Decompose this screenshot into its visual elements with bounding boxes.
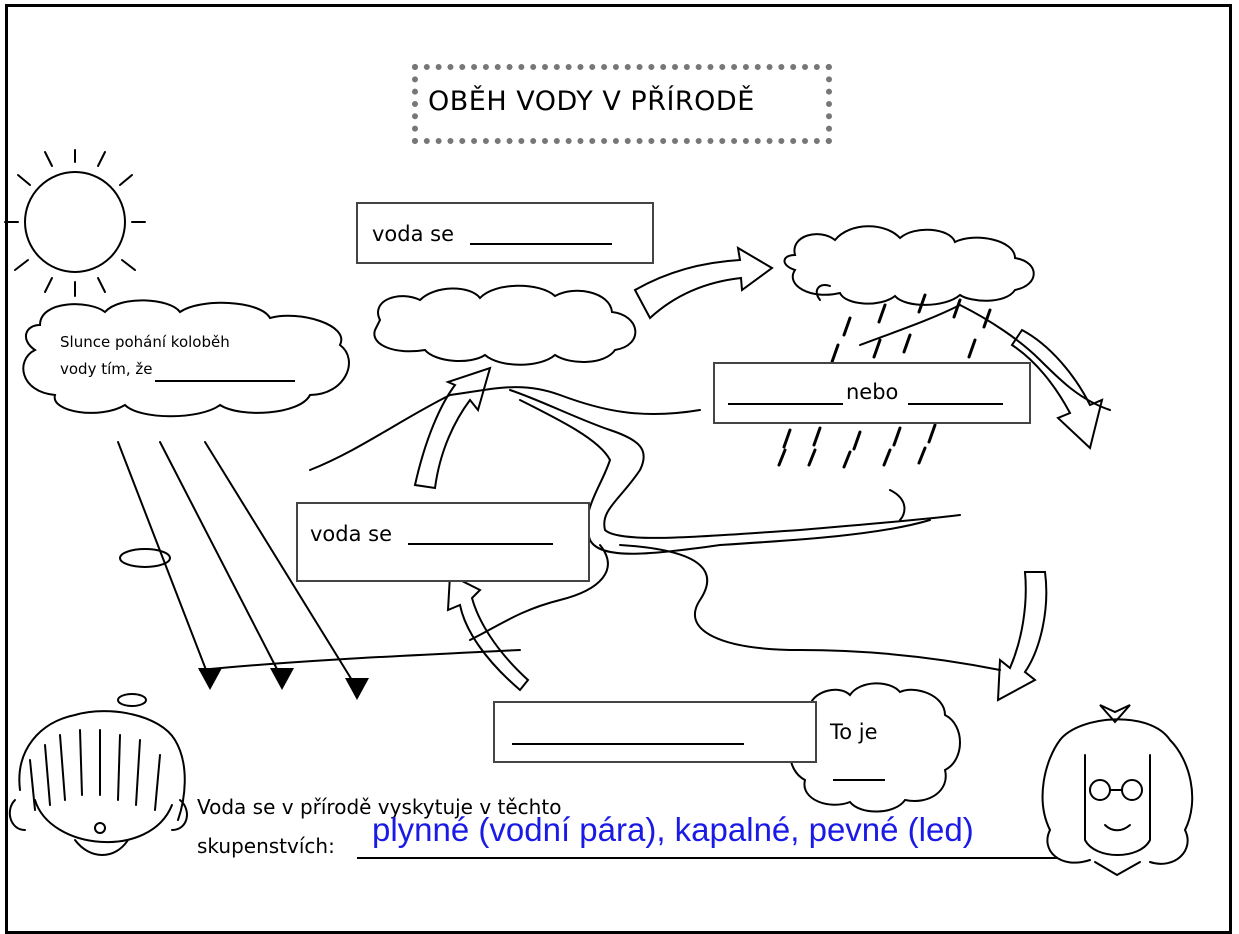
boy-face-icon bbox=[8, 710, 188, 856]
box-bottom bbox=[493, 701, 817, 763]
bottom-question-line2: skupenstvích: bbox=[197, 834, 335, 858]
box-evaporation-blank[interactable] bbox=[470, 243, 612, 245]
girl-face-icon bbox=[1041, 704, 1194, 877]
box-precipitation-blank1[interactable] bbox=[728, 403, 843, 405]
box-evaporation bbox=[356, 202, 654, 264]
box-precipitation-blank2[interactable] bbox=[908, 403, 1003, 405]
small-cloud-blank[interactable] bbox=[833, 779, 885, 781]
runoff-arrow bbox=[996, 571, 1048, 702]
infiltration-arrow bbox=[446, 573, 530, 692]
box-condensation-label: voda se bbox=[310, 522, 393, 546]
sun-answer-blank[interactable] bbox=[155, 380, 295, 382]
sun-text-line1: Slunce pohání koloběh bbox=[60, 333, 230, 351]
condensation-arrow bbox=[633, 246, 774, 320]
box-precipitation bbox=[713, 362, 1031, 424]
bottom-question-line1: Voda se v přírodě vyskytuje v těchto bbox=[197, 795, 562, 819]
box-precipitation-label: nebo bbox=[846, 380, 899, 404]
evaporation-arrow bbox=[413, 366, 492, 490]
bottom-answer-text[interactable]: plynné (vodní pára), kapalné, pevné (led… bbox=[372, 811, 974, 848]
sun-text-line2: vody tím, že bbox=[60, 360, 153, 378]
page-title: OBĚH VODY V PŘÍRODĚ bbox=[428, 86, 755, 117]
small-cloud-label: To je bbox=[830, 720, 878, 744]
sun-text-cloud bbox=[22, 299, 350, 418]
title-frame bbox=[412, 64, 832, 144]
bottom-answer-line bbox=[357, 857, 1057, 859]
box-condensation-blank[interactable] bbox=[408, 543, 553, 545]
precipitation-arrow bbox=[1010, 328, 1104, 450]
box-bottom-blank[interactable] bbox=[512, 743, 744, 745]
sun-icon bbox=[4, 149, 146, 297]
central-cloud bbox=[373, 284, 637, 366]
box-condensation bbox=[296, 502, 590, 582]
box-evaporation-label: voda se bbox=[372, 222, 455, 246]
rain-cloud bbox=[783, 225, 1035, 306]
